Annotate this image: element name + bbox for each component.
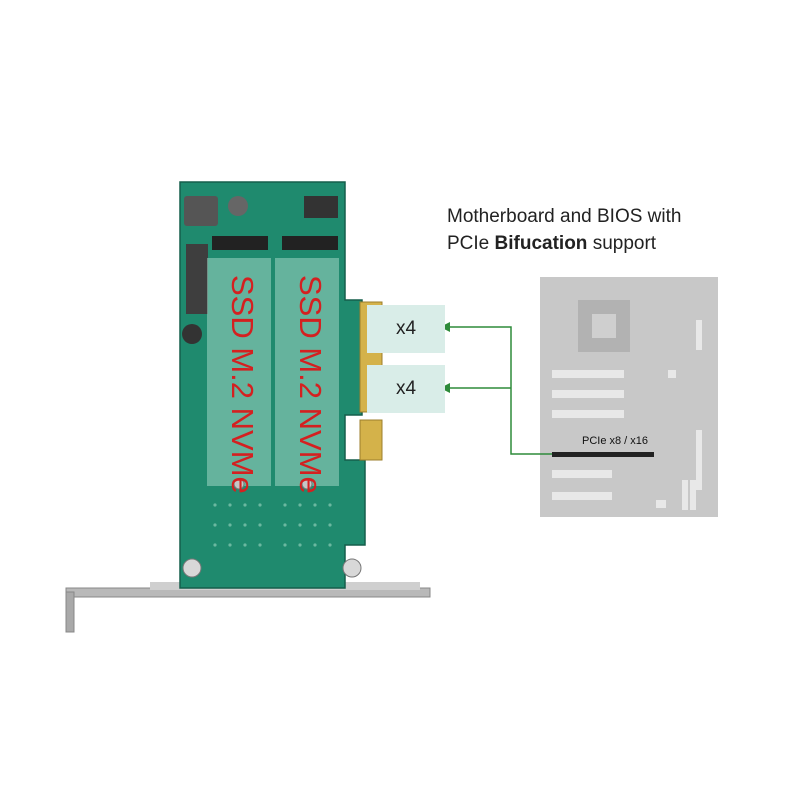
lane-connector-arrows <box>448 326 552 455</box>
pcie-slot-label: PCIe x8 / x16 <box>582 435 649 447</box>
lane-label: x4 <box>395 378 417 399</box>
pcb-board <box>179 181 383 589</box>
motherboard-illustration <box>540 277 718 517</box>
arrow-head-icon <box>440 383 450 393</box>
page-title: Motherboard and BIOS with PCIe Bifucatio… <box>447 203 747 257</box>
lane-box-2: x4 <box>367 365 445 413</box>
arrow-head-icon <box>440 322 450 332</box>
ssd-slot-2-label: SSD M.2 NVMe <box>293 275 328 494</box>
m2-slot-2-area <box>275 258 339 486</box>
pcie-x16-slot <box>552 452 654 457</box>
heading-line-1: Motherboard and BIOS with <box>447 206 682 227</box>
heading-line-2: PCIe Bifucation support <box>447 233 657 254</box>
lane-label: x4 <box>395 318 417 339</box>
lane-box-1: x4 <box>367 305 445 353</box>
ssd-slot-1-label: SSD M.2 NVMe <box>225 275 260 494</box>
m2-slot-1-area <box>207 258 271 486</box>
pcie-bracket <box>65 582 431 633</box>
bifucation-term: Bifucation <box>494 233 588 254</box>
